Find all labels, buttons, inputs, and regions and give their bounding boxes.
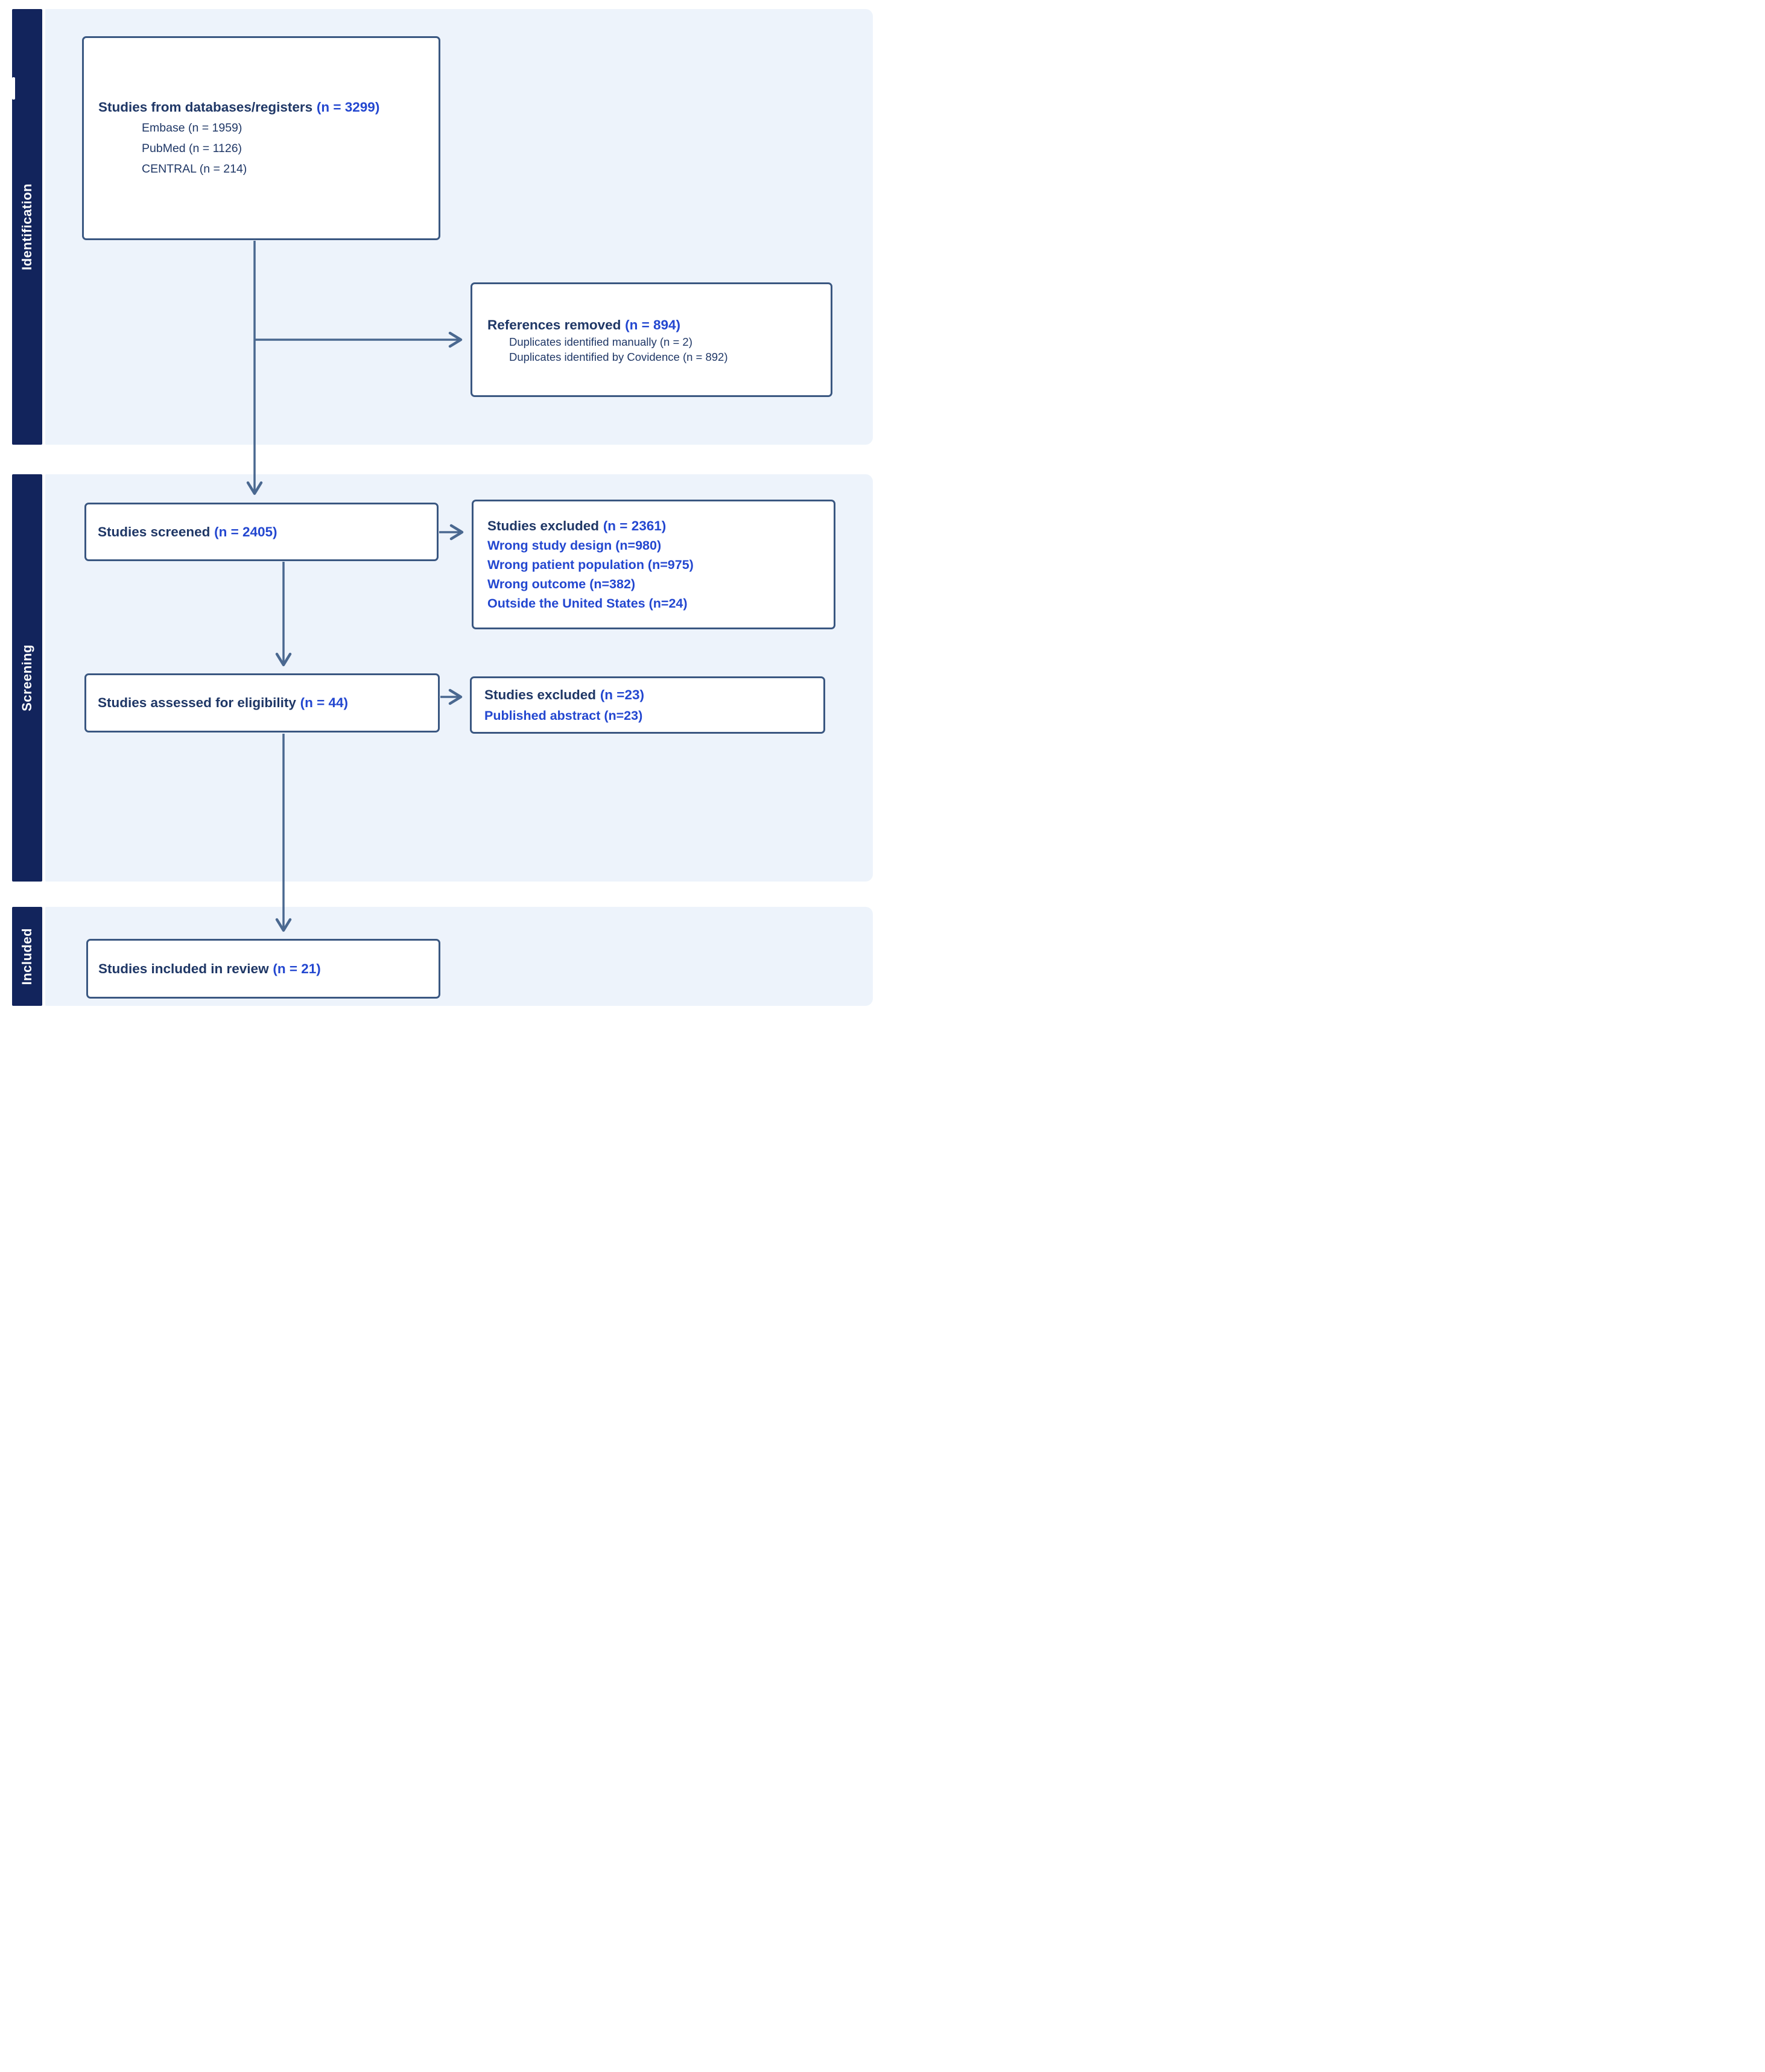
databases-count: (n = 3299) <box>316 100 380 115</box>
references-removed-title: References removed <box>487 317 621 332</box>
sidebar-white-notch <box>12 77 15 100</box>
node-databases-registers: Studies from databases/registers(n = 329… <box>82 36 440 240</box>
duplicates-manual-item: Duplicates identified manually (n = 2) <box>509 335 692 348</box>
exclusion-reason-study-design: Wrong study design (n=980) <box>487 538 662 553</box>
node-studies-included: Studies included in review (n = 21) <box>86 939 440 999</box>
database-source-pubmed: PubMed (n = 1126) <box>142 142 242 155</box>
node-studies-excluded-screening: Studies excluded(n = 2361) Wrong study d… <box>472 500 835 629</box>
sidebar-label-included: Included <box>19 927 34 985</box>
included-title-line: Studies included in review (n = 21) <box>98 960 439 978</box>
duplicates-covidence-item: Duplicates identified by Covidence (n = … <box>509 350 728 363</box>
node-references-removed: References removed (n = 894) Duplicates i… <box>471 282 832 397</box>
node-studies-screened: Studies screened(n = 2405) <box>84 503 439 561</box>
database-source-central: CENTRAL (n = 214) <box>142 162 247 176</box>
exclusion-reason-outside-us: Outside the United States (n=24) <box>487 596 688 611</box>
database-source-embase: Embase (n = 1959) <box>142 121 242 135</box>
exclusion-reason-outcome: Wrong outcome (n=382) <box>487 577 636 591</box>
sidebar-bar-screening: Screening <box>12 474 42 882</box>
assessed-count: (n = 44) <box>300 695 349 710</box>
sidebar-label-screening: Screening <box>19 644 34 711</box>
included-title: Studies included in review <box>98 961 269 976</box>
screened-count: (n = 2405) <box>214 524 277 539</box>
sidebar-label-identification: Identification <box>19 183 34 270</box>
exclusion-reason-published-abstract: Published abstract (n=23) <box>484 708 643 723</box>
excluded-screening-title-line: Studies excluded(n = 2361) <box>487 516 834 536</box>
excluded-eligibility-title-line: Studies excluded(n =23) <box>484 684 823 705</box>
prisma-flow-diagram: Identification Screening Included Studie… <box>0 0 882 1036</box>
references-removed-count: (n = 894) <box>625 317 681 332</box>
excluded-eligibility-count: (n =23) <box>600 687 644 702</box>
excluded-screening-title: Studies excluded <box>487 518 600 533</box>
exclusion-reason-patient-population: Wrong patient population (n=975) <box>487 558 694 572</box>
excluded-screening-count: (n = 2361) <box>603 518 667 533</box>
assessed-title-line: Studies assessed for eligibility (n = 44) <box>98 694 438 712</box>
screened-title: Studies screened <box>98 524 211 539</box>
references-removed-title-line: References removed (n = 894) <box>487 316 831 334</box>
node-studies-assessed: Studies assessed for eligibility (n = 44) <box>84 673 440 733</box>
sidebar-bar-included: Included <box>12 907 42 1006</box>
assessed-title: Studies assessed for eligibility <box>98 695 296 710</box>
included-count: (n = 21) <box>273 961 321 976</box>
node-studies-excluded-eligibility: Studies excluded(n =23) Published abstra… <box>470 676 825 734</box>
databases-title: Studies from databases/registers <box>98 100 313 115</box>
sidebar-bar-identification: Identification <box>12 9 42 445</box>
screened-title-line: Studies screened(n = 2405) <box>98 523 437 541</box>
excluded-eligibility-title: Studies excluded <box>484 687 597 702</box>
databases-title-line: Studies from databases/registers(n = 329… <box>98 97 439 118</box>
